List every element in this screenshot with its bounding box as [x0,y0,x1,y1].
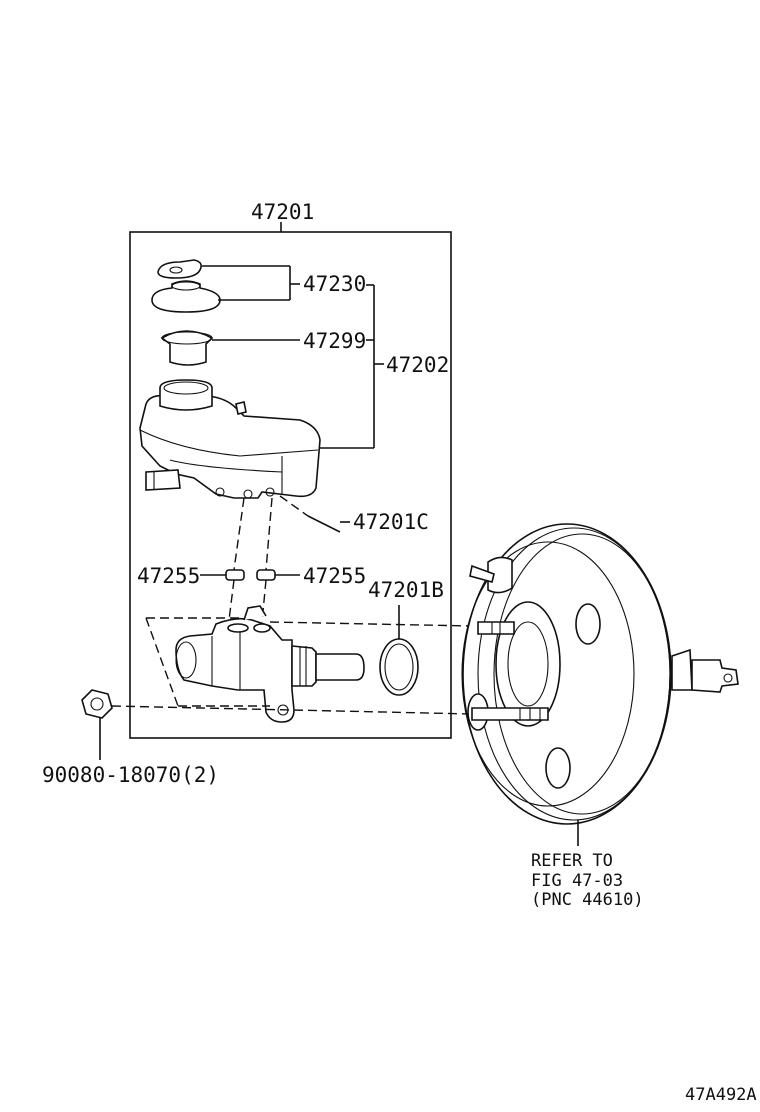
strainer-part [160,330,214,366]
cap-set-leader [202,265,300,301]
grommet-left-part [225,569,245,581]
refer-line-2: FIG 47-03 [531,871,623,891]
nut-label: 90080-18070(2) [42,763,219,787]
grommet-left-label: 47255 [137,564,200,588]
grommet-right-label: 47255 [303,564,366,588]
nut-part [81,689,113,719]
strainer-label: 47299 [303,329,366,353]
brake-booster-part [461,523,739,825]
refer-line-3: (PNC 44610) [531,890,644,910]
master-cylinder-part [175,605,365,723]
oring-label: 47201B [368,578,444,602]
reservoir-label: 47202 [386,353,449,377]
assembly-frame [129,231,452,739]
cap-gasket-part [157,259,202,279]
reservoir-tank-part [139,379,321,499]
pin-label: 47201C [353,510,429,534]
reservoir-leader [320,284,384,449]
figure-code: 47A492A [685,1085,757,1105]
reservoir-cap-part [151,280,221,313]
oring-part [379,638,419,696]
grommet-right-part [256,569,276,581]
assembly-label: 47201 [251,200,314,224]
refer-line-1: REFER TO [531,851,613,871]
cap-set-label: 47230 [303,272,366,296]
pin-part [279,495,350,533]
